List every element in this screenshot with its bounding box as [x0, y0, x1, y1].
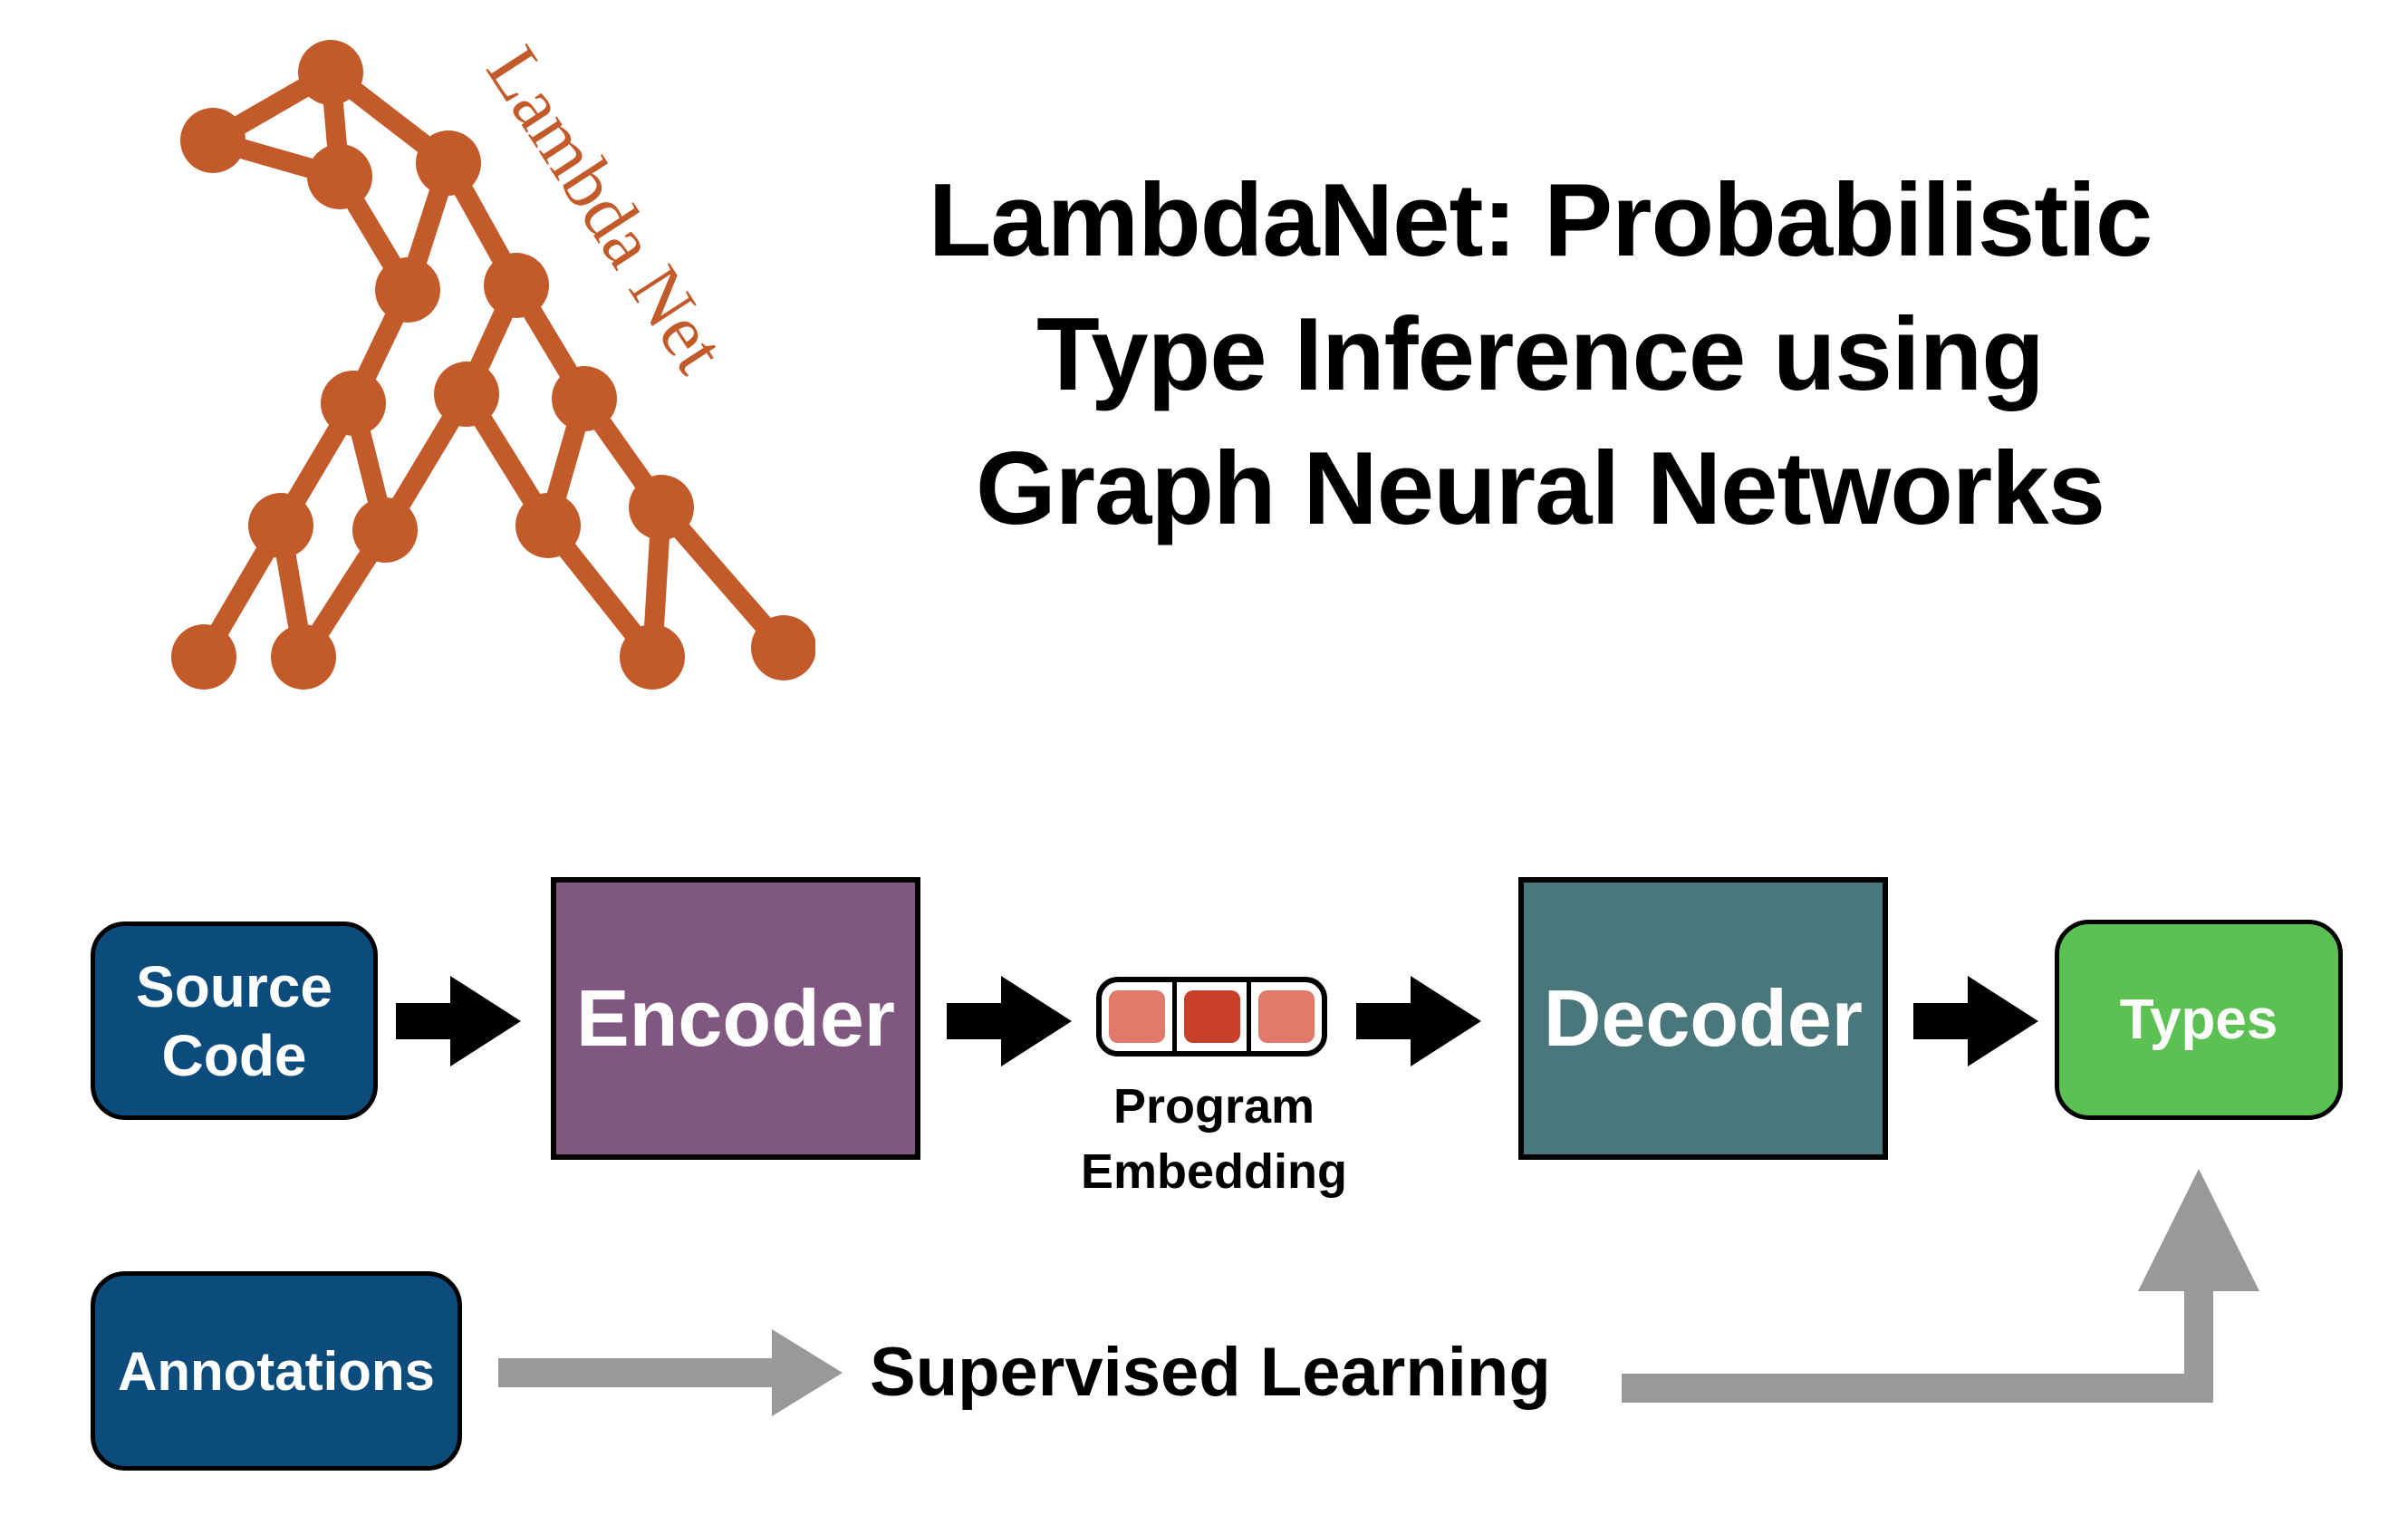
embedding-cell-1: [1102, 982, 1177, 1051]
lambdanet-logo: Lambda Net: [171, 32, 815, 690]
source-code-label-line1: Source: [136, 953, 332, 1019]
arrow-source-to-encoder: [396, 976, 521, 1066]
arrow-annotations-to-label: [498, 1329, 843, 1416]
title-line-2: Type Inference using: [1036, 297, 2045, 412]
arrow-decoder-to-types: [1913, 976, 2038, 1066]
annotations-box: Annotations: [91, 1271, 462, 1471]
embedding-cell-2: [1177, 982, 1252, 1051]
decoder-box: Decoder: [1518, 877, 1888, 1160]
source-code-box: Source Code: [91, 922, 378, 1120]
embedding-label-line1: Program: [1112, 1079, 1315, 1134]
title-line-3: Graph Neural Networks: [975, 431, 2105, 546]
encoder-box: Encoder: [551, 877, 920, 1160]
supervised-learning-label: Supervised Learning: [870, 1334, 1551, 1411]
arrow-encoder-to-embedding: [947, 976, 1072, 1066]
encoder-label: Encoder: [575, 973, 896, 1063]
program-embedding-vector: [1096, 977, 1327, 1057]
title-line-1: LambdaNet: Probabilistic: [928, 163, 2153, 278]
types-box: Types: [2055, 920, 2343, 1120]
page-title: LambdaNet: Probabilistic Type Inference …: [815, 154, 2265, 556]
program-embedding-label: Program Embedding: [1024, 1074, 1404, 1204]
arrow-label-to-types: [1622, 1169, 2259, 1403]
annotations-label: Annotations: [118, 1340, 435, 1402]
embedding-cell-3: [1251, 982, 1322, 1051]
decoder-label: Decoder: [1543, 973, 1864, 1063]
embedding-label-line2: Embedding: [1081, 1144, 1347, 1199]
source-code-label-line2: Code: [161, 1022, 307, 1088]
arrow-embedding-to-decoder: [1356, 976, 1481, 1066]
types-label: Types: [2119, 989, 2278, 1051]
logo-nodes: [171, 40, 815, 690]
